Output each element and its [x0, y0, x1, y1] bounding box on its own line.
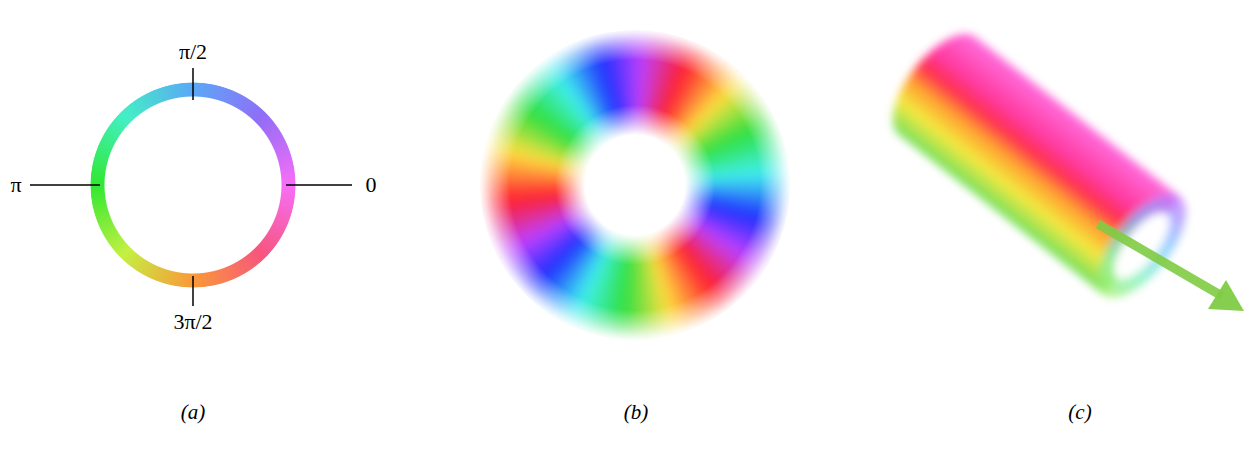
axis-label: π/2 — [179, 41, 207, 63]
blurred-phase-ring — [480, 30, 790, 340]
axis-ticks — [30, 68, 352, 306]
axis-label: 0 — [366, 174, 377, 196]
axis-label: π — [10, 174, 21, 196]
hue-color-ring — [90, 82, 296, 288]
panel-caption: (c) — [1068, 402, 1091, 423]
axis-label: 3π/2 — [173, 311, 212, 333]
panel-caption: (b) — [624, 402, 649, 423]
direction-arrow — [1098, 224, 1244, 311]
blurred-cylinder — [877, 20, 1202, 312]
panel-caption: (a) — [181, 402, 206, 423]
